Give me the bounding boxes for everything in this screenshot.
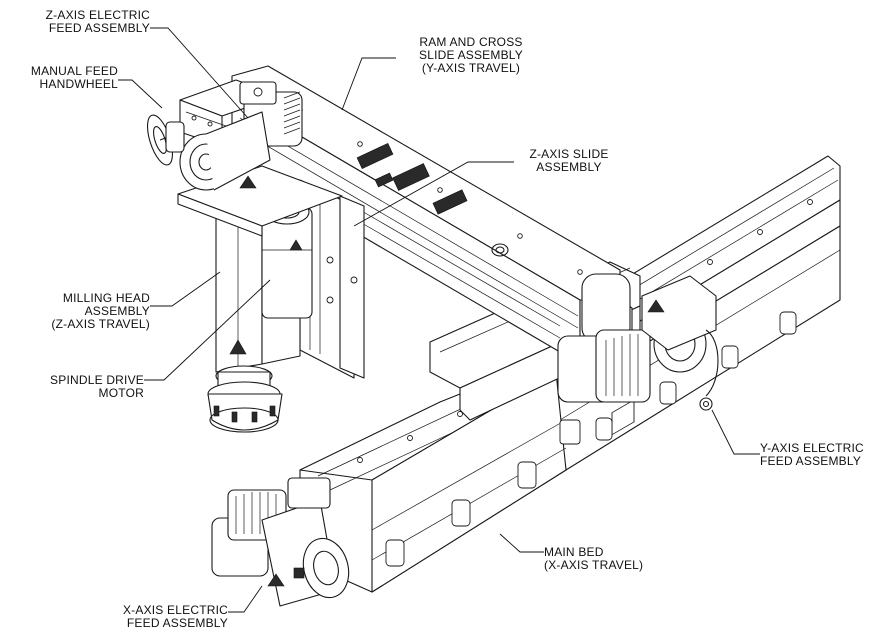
milling-head bbox=[207, 195, 313, 433]
label-main-bed: MAIN BED(X-AXIS TRAVEL) bbox=[544, 545, 644, 572]
leader-lines bbox=[118, 27, 760, 613]
x-axis-feed-motor bbox=[211, 477, 350, 607]
z-axis-slide bbox=[299, 179, 365, 379]
z-axis-feed-motor bbox=[179, 81, 303, 191]
manual-handwheel bbox=[146, 114, 185, 166]
ram-and-cross-slide bbox=[231, 65, 633, 353]
y-axis-feed-motor bbox=[557, 275, 719, 411]
